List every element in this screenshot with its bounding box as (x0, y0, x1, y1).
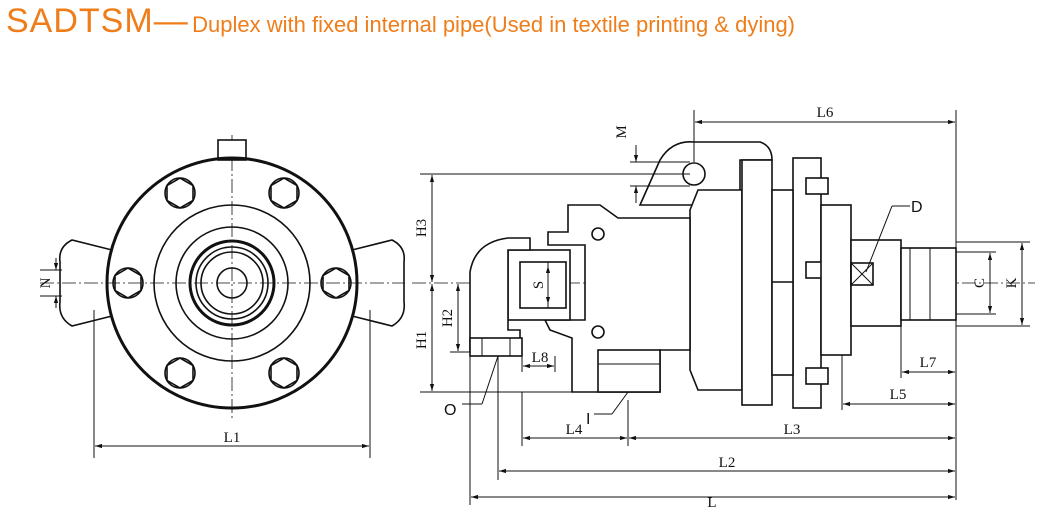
dim-label-s: S (531, 281, 547, 289)
threaded-end (900, 247, 957, 321)
o-leader (481, 355, 499, 405)
inner-pipe-circle (216, 267, 248, 299)
port-ring-2 (200, 251, 264, 315)
flange-outer-circle (105, 156, 359, 410)
dim-label-n: N (38, 277, 54, 288)
square-key-diag (850, 262, 874, 286)
bolt-hex (164, 357, 196, 389)
dim-label-l2: L2 (719, 455, 736, 471)
front-view: N L1 (38, 135, 406, 458)
i-leader (611, 391, 629, 415)
title-dash: — (153, 2, 188, 40)
right-ear (351, 239, 406, 327)
dim-label-l5: L5 (890, 387, 907, 403)
bolt-hex (270, 357, 298, 389)
shaft-housing (820, 204, 852, 356)
outlet-port (597, 349, 661, 393)
bolt-hex (114, 267, 142, 299)
elbow-outlet (469, 337, 523, 357)
bolt-hex (166, 177, 194, 209)
flange-hub-circle (153, 204, 311, 362)
ball-bearing (591, 325, 605, 339)
d-leader (865, 205, 893, 273)
bolt-hex (268, 357, 300, 389)
square-key (850, 262, 874, 286)
port-outer-circle (188, 239, 276, 327)
dim-label-c: C (972, 278, 988, 288)
bolt-hex (322, 267, 350, 299)
bolt-head (805, 177, 829, 195)
model-description: Duplex with fixed internal pipe(Used in … (192, 12, 796, 37)
flange-bolts (112, 177, 352, 389)
bolt-hex (268, 177, 300, 209)
callout-o: O (444, 402, 456, 419)
dim-label-l6: L6 (817, 105, 834, 121)
ball-bearing (591, 227, 605, 241)
dim-label-k: K (1004, 277, 1020, 288)
flange-plate (741, 159, 773, 406)
dim-label-m: M (614, 125, 630, 138)
bolt-hex (164, 177, 196, 209)
shaft (850, 239, 902, 327)
bolt-hex (270, 177, 298, 209)
page-title: SADTSM— Duplex with fixed internal pipe(… (6, 2, 795, 46)
bolt-head (805, 367, 829, 385)
callout-d: D (911, 199, 923, 216)
dim-label-l: L (707, 495, 716, 510)
housing-section (543, 204, 691, 393)
dim-label-l4: L4 (566, 422, 583, 438)
dim-label-h2: H2 (440, 309, 456, 327)
left-ear (58, 239, 113, 327)
model-code: SADTSM (6, 2, 154, 40)
port-ring-1 (195, 246, 269, 320)
body-circle (175, 226, 289, 340)
inner-bore (519, 261, 567, 309)
callout-i: I (586, 411, 590, 428)
dim-label-l1: L1 (224, 430, 241, 446)
rotor-body (689, 189, 743, 391)
dim-label-l7: L7 (920, 355, 937, 371)
dim-label-l3: L3 (784, 422, 801, 438)
top-lug (217, 139, 247, 161)
rotating-flange (792, 157, 822, 409)
dim-label-h3: H3 (414, 219, 430, 237)
side-view: M L6 H3 H1 H2 S L8 O I D (412, 105, 1035, 510)
dim-label-l8: L8 (532, 350, 549, 366)
bolt-hex (166, 357, 194, 389)
dim-label-h1: H1 (414, 331, 430, 349)
elbow-fitting (469, 237, 531, 353)
